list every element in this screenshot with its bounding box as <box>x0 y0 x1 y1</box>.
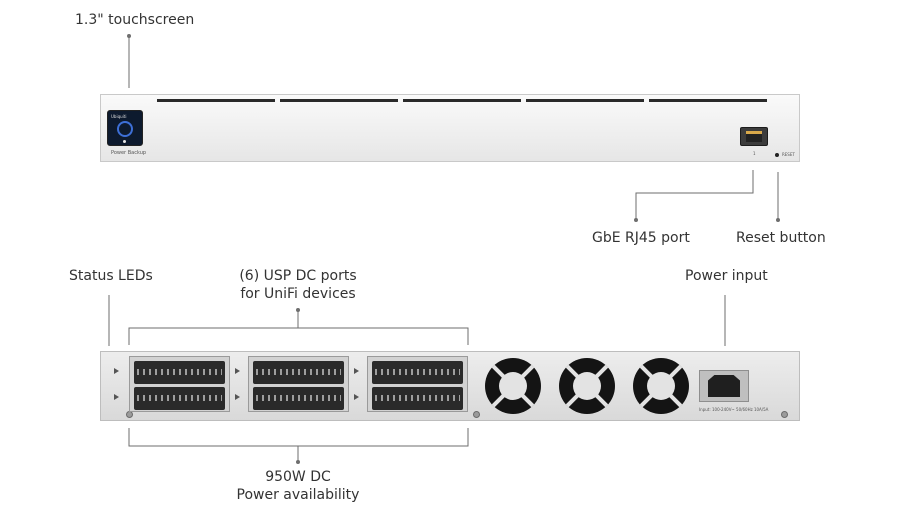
power-input-label: Power input <box>685 268 768 284</box>
dc-ports-bracket <box>128 327 469 345</box>
leader-dot <box>776 218 780 222</box>
vent-slot <box>403 99 521 102</box>
reset-button[interactable] <box>775 153 779 157</box>
status-led-icon <box>114 368 119 374</box>
reset-label: Reset button <box>736 230 826 246</box>
port-arrow-icon <box>235 368 240 374</box>
touchscreen-display[interactable]: Ubiquiti <box>107 110 143 146</box>
port-arrow-icon <box>354 368 359 374</box>
leader-dot <box>296 460 300 464</box>
screen-brand: Ubiquiti <box>111 114 127 119</box>
reset-tiny-label: RESET <box>782 152 795 157</box>
vent-slot <box>649 99 767 102</box>
dc-port-block[interactable] <box>248 356 349 412</box>
dc-port[interactable] <box>372 387 463 410</box>
screen-ring-icon <box>117 121 133 137</box>
dc-port[interactable] <box>134 387 225 410</box>
dc-power-label-line2: Power availability <box>236 487 360 503</box>
rj45-port[interactable] <box>740 127 768 146</box>
port-arrow-icon <box>354 394 359 400</box>
dc-port-block[interactable] <box>129 356 230 412</box>
screw-icon <box>473 411 480 418</box>
screen-dot <box>123 140 126 143</box>
leader-dot <box>127 34 131 38</box>
leader-dot <box>634 218 638 222</box>
rear-panel: Input: 100-240V~ 50/60Hz 10A/5A <box>100 351 800 421</box>
port-number: 1 <box>753 151 756 156</box>
dc-port[interactable] <box>372 361 463 384</box>
dc-port[interactable] <box>253 361 344 384</box>
dc-ports-label-line2: for UniFi devices <box>240 286 356 302</box>
power-rating-text: Input: 100-240V~ 50/60Hz 10A/5A <box>699 407 769 412</box>
leader-dot <box>296 308 300 312</box>
fan-icon <box>633 358 689 414</box>
vent-slot <box>526 99 644 102</box>
dc-port-block[interactable] <box>367 356 468 412</box>
vent-slot <box>157 99 275 102</box>
vent-slot <box>280 99 398 102</box>
status-led-icon <box>114 394 119 400</box>
status-leds-label: Status LEDs <box>69 268 153 284</box>
port-arrow-icon <box>235 394 240 400</box>
screw-icon <box>126 411 133 418</box>
fan-icon <box>485 358 541 414</box>
dc-power-label-line1: 950W DC <box>265 469 331 485</box>
touchscreen-label: 1.3" touchscreen <box>75 12 195 28</box>
dc-port[interactable] <box>253 387 344 410</box>
rj45-leader <box>635 170 754 220</box>
screw-icon <box>781 411 788 418</box>
front-panel: Ubiquiti Power Backup 1 RESET <box>100 94 800 162</box>
screen-caption: Power Backup <box>111 150 147 156</box>
power-socket <box>708 375 740 397</box>
dc-power-bracket <box>128 428 469 447</box>
power-inlet[interactable] <box>699 370 749 402</box>
rj45-jack <box>746 131 762 142</box>
dc-port[interactable] <box>134 361 225 384</box>
fan-icon <box>559 358 615 414</box>
dc-ports-label-line1: (6) USP DC ports <box>239 268 357 284</box>
rj45-label: GbE RJ45 port <box>592 230 690 246</box>
